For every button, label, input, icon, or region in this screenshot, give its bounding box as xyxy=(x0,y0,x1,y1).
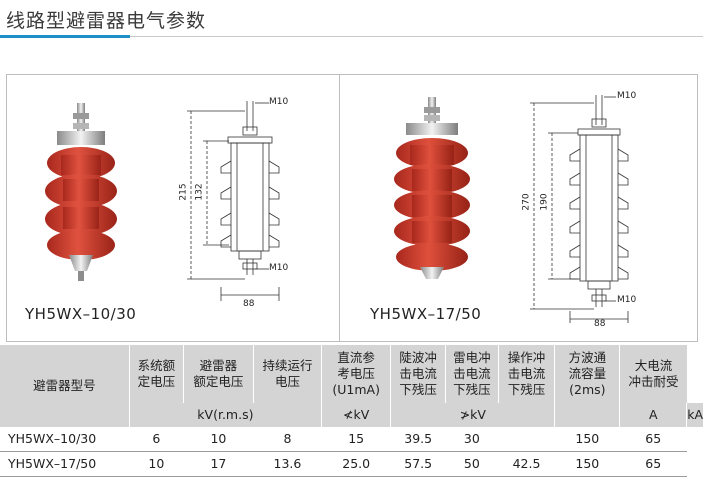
cell: 10 xyxy=(129,451,184,477)
arrester-10-30-illustration xyxy=(45,101,280,301)
header-continuous-voltage: 持续运行电压 xyxy=(252,345,322,403)
dim-shed-height: 190 xyxy=(539,193,550,211)
dim-bolt-top: M10 xyxy=(269,97,289,107)
header-dc-reference-voltage: 直流参考电压(U1mA) xyxy=(321,345,391,403)
dim-width: 88 xyxy=(594,319,606,329)
unit-kv-min: ≮kV xyxy=(321,403,391,427)
header-model: 避雷器型号 xyxy=(0,345,130,427)
cell: 65 xyxy=(619,451,687,477)
title-accent-bar xyxy=(0,35,130,38)
cell: 150 xyxy=(554,427,620,452)
header-steep-residual: 陡波冲击电流下残压 xyxy=(390,345,446,403)
cell: 42.5 xyxy=(498,451,555,477)
cell: 17 xyxy=(183,451,254,477)
table-header-row: 避雷器型号 系统额定电压 避雷器额定电压 持续运行电压 直流参考电压(U1mA)… xyxy=(0,345,703,427)
cell: 8 xyxy=(253,427,322,452)
header-high-current: 大电流冲击耐受 xyxy=(619,345,687,403)
model-label: YH5WX–17/50 xyxy=(370,305,482,323)
header-lightning-residual: 雷电冲击电流下残压 xyxy=(445,345,499,403)
dim-shed-height: 132 xyxy=(194,183,205,201)
header-rated-voltage: 避雷器额定电压 xyxy=(183,345,254,403)
header-system-voltage: 系统额定电压 xyxy=(128,345,184,403)
cell: 13.6 xyxy=(253,451,322,477)
cell: 150 xyxy=(554,451,620,477)
unit-kv-max: ≯kV xyxy=(390,403,555,427)
cell: 6 xyxy=(129,427,184,452)
arrester-17-50-illustration xyxy=(394,95,629,323)
unit-a xyxy=(554,403,620,427)
dim-bolt-bottom: M10 xyxy=(617,295,637,305)
title-divider xyxy=(0,36,703,37)
header-switching-residual: 操作冲击电流下残压 xyxy=(497,345,555,403)
cell: 25.0 xyxy=(321,451,391,477)
cell-model: YH5WX–10/30 xyxy=(0,427,130,452)
dim-width: 88 xyxy=(243,299,255,309)
page-title: 线路型避雷器电气参数 xyxy=(6,10,207,32)
cell: 39.5 xyxy=(390,427,446,452)
product-panel-yh5wx-10-30: M10 M10 215 132 88 YH5WX–10/30 xyxy=(6,74,340,342)
cell: 30 xyxy=(445,427,499,452)
product-panel-yh5wx-17-50: M10 M10 270 190 88 YH5WX–17/50 xyxy=(340,74,698,342)
cell: 57.5 xyxy=(390,451,446,477)
model-label: YH5WX–10/30 xyxy=(25,305,137,323)
header-square-wave: 方波通流容量(2ms) xyxy=(554,345,620,403)
unit-kv-rms: kV(r.m.s) xyxy=(128,403,322,427)
table-row: YH5WX–10/30 6 10 8 15 39.5 30 150 65 xyxy=(0,427,703,452)
table-row: YH5WX–17/50 10 17 13.6 25.0 57.5 50 42.5… xyxy=(0,451,703,477)
dim-bolt-bottom: M10 xyxy=(269,263,289,273)
dim-total-height: 215 xyxy=(178,183,189,201)
dim-total-height: 270 xyxy=(521,193,532,211)
cell: 10 xyxy=(183,427,254,452)
cell xyxy=(498,427,555,452)
unit-a-value: A xyxy=(619,403,687,427)
unit-ka: kA xyxy=(686,403,703,427)
spec-table: 避雷器型号 系统额定电压 避雷器额定电压 持续运行电压 直流参考电压(U1mA)… xyxy=(0,345,703,477)
cell: 65 xyxy=(619,427,687,452)
table-unit-row: kV(r.m.s) ≮kV ≯kV A kA xyxy=(0,403,703,427)
cell: 50 xyxy=(445,451,499,477)
dim-bolt-top: M10 xyxy=(617,91,637,101)
cell: 15 xyxy=(321,427,391,452)
cell-model: YH5WX–17/50 xyxy=(0,451,130,477)
